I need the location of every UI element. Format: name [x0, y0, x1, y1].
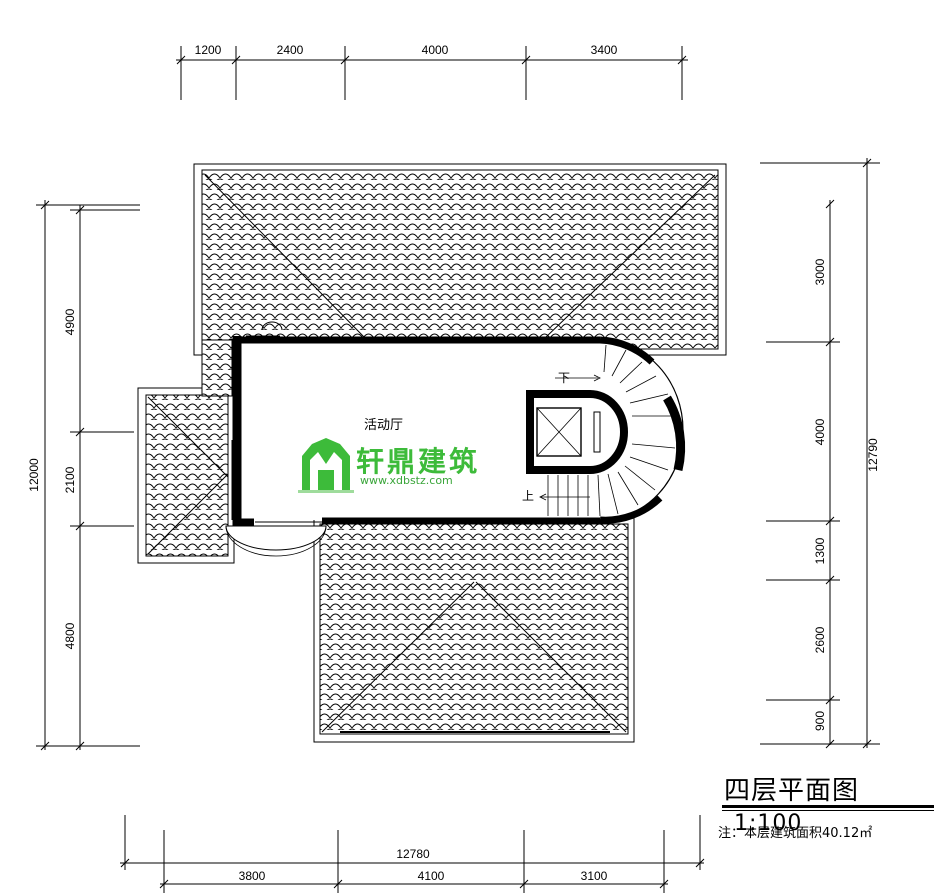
- dim-right-3: 1300: [813, 537, 827, 564]
- area-note: 注：本层建筑面积40.12㎡: [718, 826, 873, 841]
- roof-left-wing: [137, 387, 235, 564]
- roof-upper: [193, 163, 727, 356]
- dim-top-2: 2400: [277, 43, 304, 57]
- dimension-bottom: [120, 815, 705, 893]
- stair-down-label: 下: [558, 371, 571, 385]
- dim-bottom-total: 12780: [396, 847, 430, 861]
- dim-left-1: 4900: [63, 308, 77, 335]
- stair-up-label: 上: [522, 489, 535, 503]
- dim-right-2: 4000: [813, 418, 827, 445]
- walls: [232, 335, 686, 526]
- dim-left-total: 12000: [27, 458, 41, 492]
- dim-top-1: 1200: [195, 43, 222, 57]
- title-underline-thick: [722, 805, 934, 808]
- dim-right-1: 3000: [813, 258, 827, 285]
- windows: [227, 321, 322, 527]
- dim-bottom-1: 3800: [239, 869, 266, 883]
- watermark-logo: 轩鼎建筑 www.xdbstz.com: [298, 436, 498, 496]
- logo-name: 轩鼎建筑: [356, 445, 481, 478]
- dim-bottom-3: 3100: [581, 869, 608, 883]
- logo-url: www.xdbstz.com: [360, 474, 453, 487]
- dimension-top: [176, 46, 688, 100]
- logo-mark-icon: [298, 438, 354, 493]
- room-label-activity-hall: 活动厅: [364, 418, 404, 433]
- dim-right-5: 900: [813, 711, 827, 731]
- dimension-right: [760, 158, 880, 749]
- dim-left-3: 4800: [63, 622, 77, 649]
- dim-right-4: 2600: [813, 626, 827, 653]
- drawing-title: 四层平面图 1:100: [724, 770, 936, 837]
- dimension-left: [36, 200, 140, 751]
- dim-top-4: 3400: [591, 43, 618, 57]
- drawing-scale: 1:100: [734, 811, 803, 836]
- spiral-stair: [539, 344, 676, 517]
- drawing-title-main: 四层平面图: [724, 776, 860, 806]
- dim-left-2: 2100: [63, 466, 77, 493]
- dim-top-3: 4000: [422, 43, 449, 57]
- roof-left-column: [201, 339, 233, 397]
- title-underline-thin: [722, 810, 934, 811]
- roof-lower: [313, 517, 635, 743]
- elevator-core: [526, 390, 628, 474]
- dim-bottom-2: 4100: [418, 869, 445, 883]
- dim-right-total: 12790: [866, 438, 880, 472]
